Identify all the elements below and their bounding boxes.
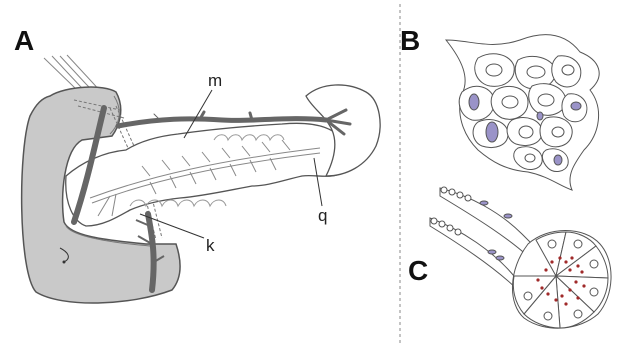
callout-q: q bbox=[318, 206, 327, 225]
callout-m: m bbox=[208, 71, 222, 90]
callout-k: k bbox=[206, 236, 215, 255]
panel-label-a: A bbox=[14, 25, 34, 56]
panel-a-illustration bbox=[22, 55, 380, 303]
panel-label-c: C bbox=[408, 255, 428, 286]
acinus-with-ducts bbox=[430, 187, 611, 328]
islet-cells bbox=[446, 35, 599, 190]
pancreas bbox=[66, 123, 350, 226]
panel-label-b: B bbox=[400, 25, 420, 56]
